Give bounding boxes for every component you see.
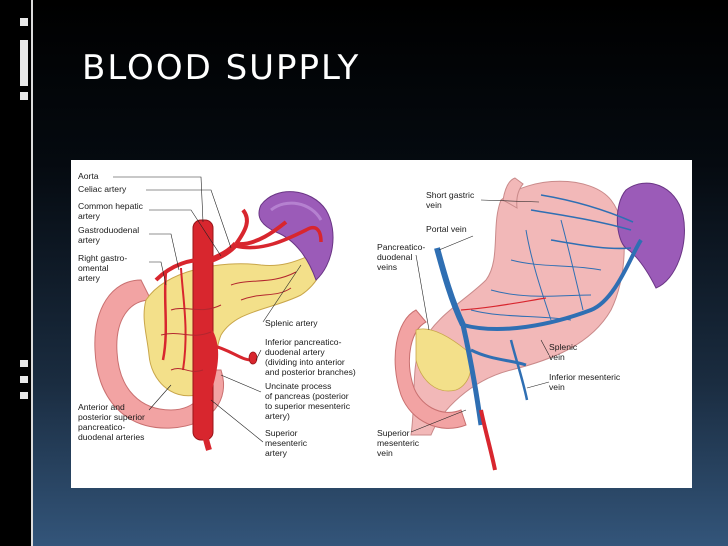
inferior-mesenteric-vein xyxy=(509,339,529,401)
arterial-labels: Aorta Celiac artery Common hepatic arter… xyxy=(78,171,356,458)
blood-supply-illustration: Aorta Celiac artery Common hepatic arter… xyxy=(78,171,685,471)
anatomy-figure: Aorta Celiac artery Common hepatic arter… xyxy=(71,160,692,488)
venous-labels: Short gastric vein Portal vein Pancreati… xyxy=(377,190,623,458)
accent-square xyxy=(20,392,28,399)
label-common-hepatic: Common hepatic artery xyxy=(78,201,145,221)
label-superior-mesenteric-vein: Superior mesenteric vein xyxy=(377,428,421,458)
duodenum xyxy=(94,279,225,429)
accent-square xyxy=(20,376,28,383)
slide-title: BLOOD SUPPLY xyxy=(82,48,361,88)
accent-block xyxy=(20,40,28,86)
left-accent-bar xyxy=(0,0,32,546)
label-splenic-vein: Splenic vein xyxy=(549,342,580,362)
label-short-gastric-vein: Short gastric vein xyxy=(426,190,477,210)
label-aorta: Aorta xyxy=(78,171,99,181)
label-gastroduodenal: Gastroduodenal artery xyxy=(78,225,142,245)
superior-mesenteric-vein xyxy=(460,324,484,426)
arterial-leader-lines xyxy=(113,176,302,443)
left-divider-line xyxy=(31,0,33,546)
superior-mesenteric-artery xyxy=(200,328,219,451)
accent-square xyxy=(20,360,28,367)
label-inferior-mesenteric-vein: Inferior mesenteric vein xyxy=(549,372,623,392)
accent-square xyxy=(20,18,28,26)
pancreas xyxy=(143,251,324,397)
splenic-artery xyxy=(235,225,323,250)
duodenum-venous xyxy=(394,309,467,429)
splenic-vein xyxy=(462,238,643,331)
portal-vein xyxy=(434,247,466,327)
label-inferior-pancreaticoduodenal: Inferior pancreatico- duodenal artery (d… xyxy=(265,337,356,377)
label-celiac-artery: Celiac artery xyxy=(78,184,127,194)
label-superior-mesenteric-artery: Superior mesenteric artery xyxy=(265,428,309,458)
label-pancreaticoduodenal-veins: Pancreatico- duodenal veins xyxy=(377,242,428,272)
label-splenic-artery: Splenic artery xyxy=(265,318,318,328)
accent-square xyxy=(20,92,28,100)
label-uncinate-process: Uncinate process of pancreas (posterior … xyxy=(265,381,352,421)
arterial-diagram xyxy=(94,191,334,451)
label-anterior-posterior-superior: Anterior and posterior superior pancreat… xyxy=(78,402,147,442)
venous-leader-lines xyxy=(410,199,550,433)
label-portal-vein: Portal vein xyxy=(426,224,467,234)
venous-diagram xyxy=(394,177,685,471)
label-right-gastro-omental: Right gastro- omental artery xyxy=(78,253,130,283)
spleen-venous xyxy=(616,182,685,289)
